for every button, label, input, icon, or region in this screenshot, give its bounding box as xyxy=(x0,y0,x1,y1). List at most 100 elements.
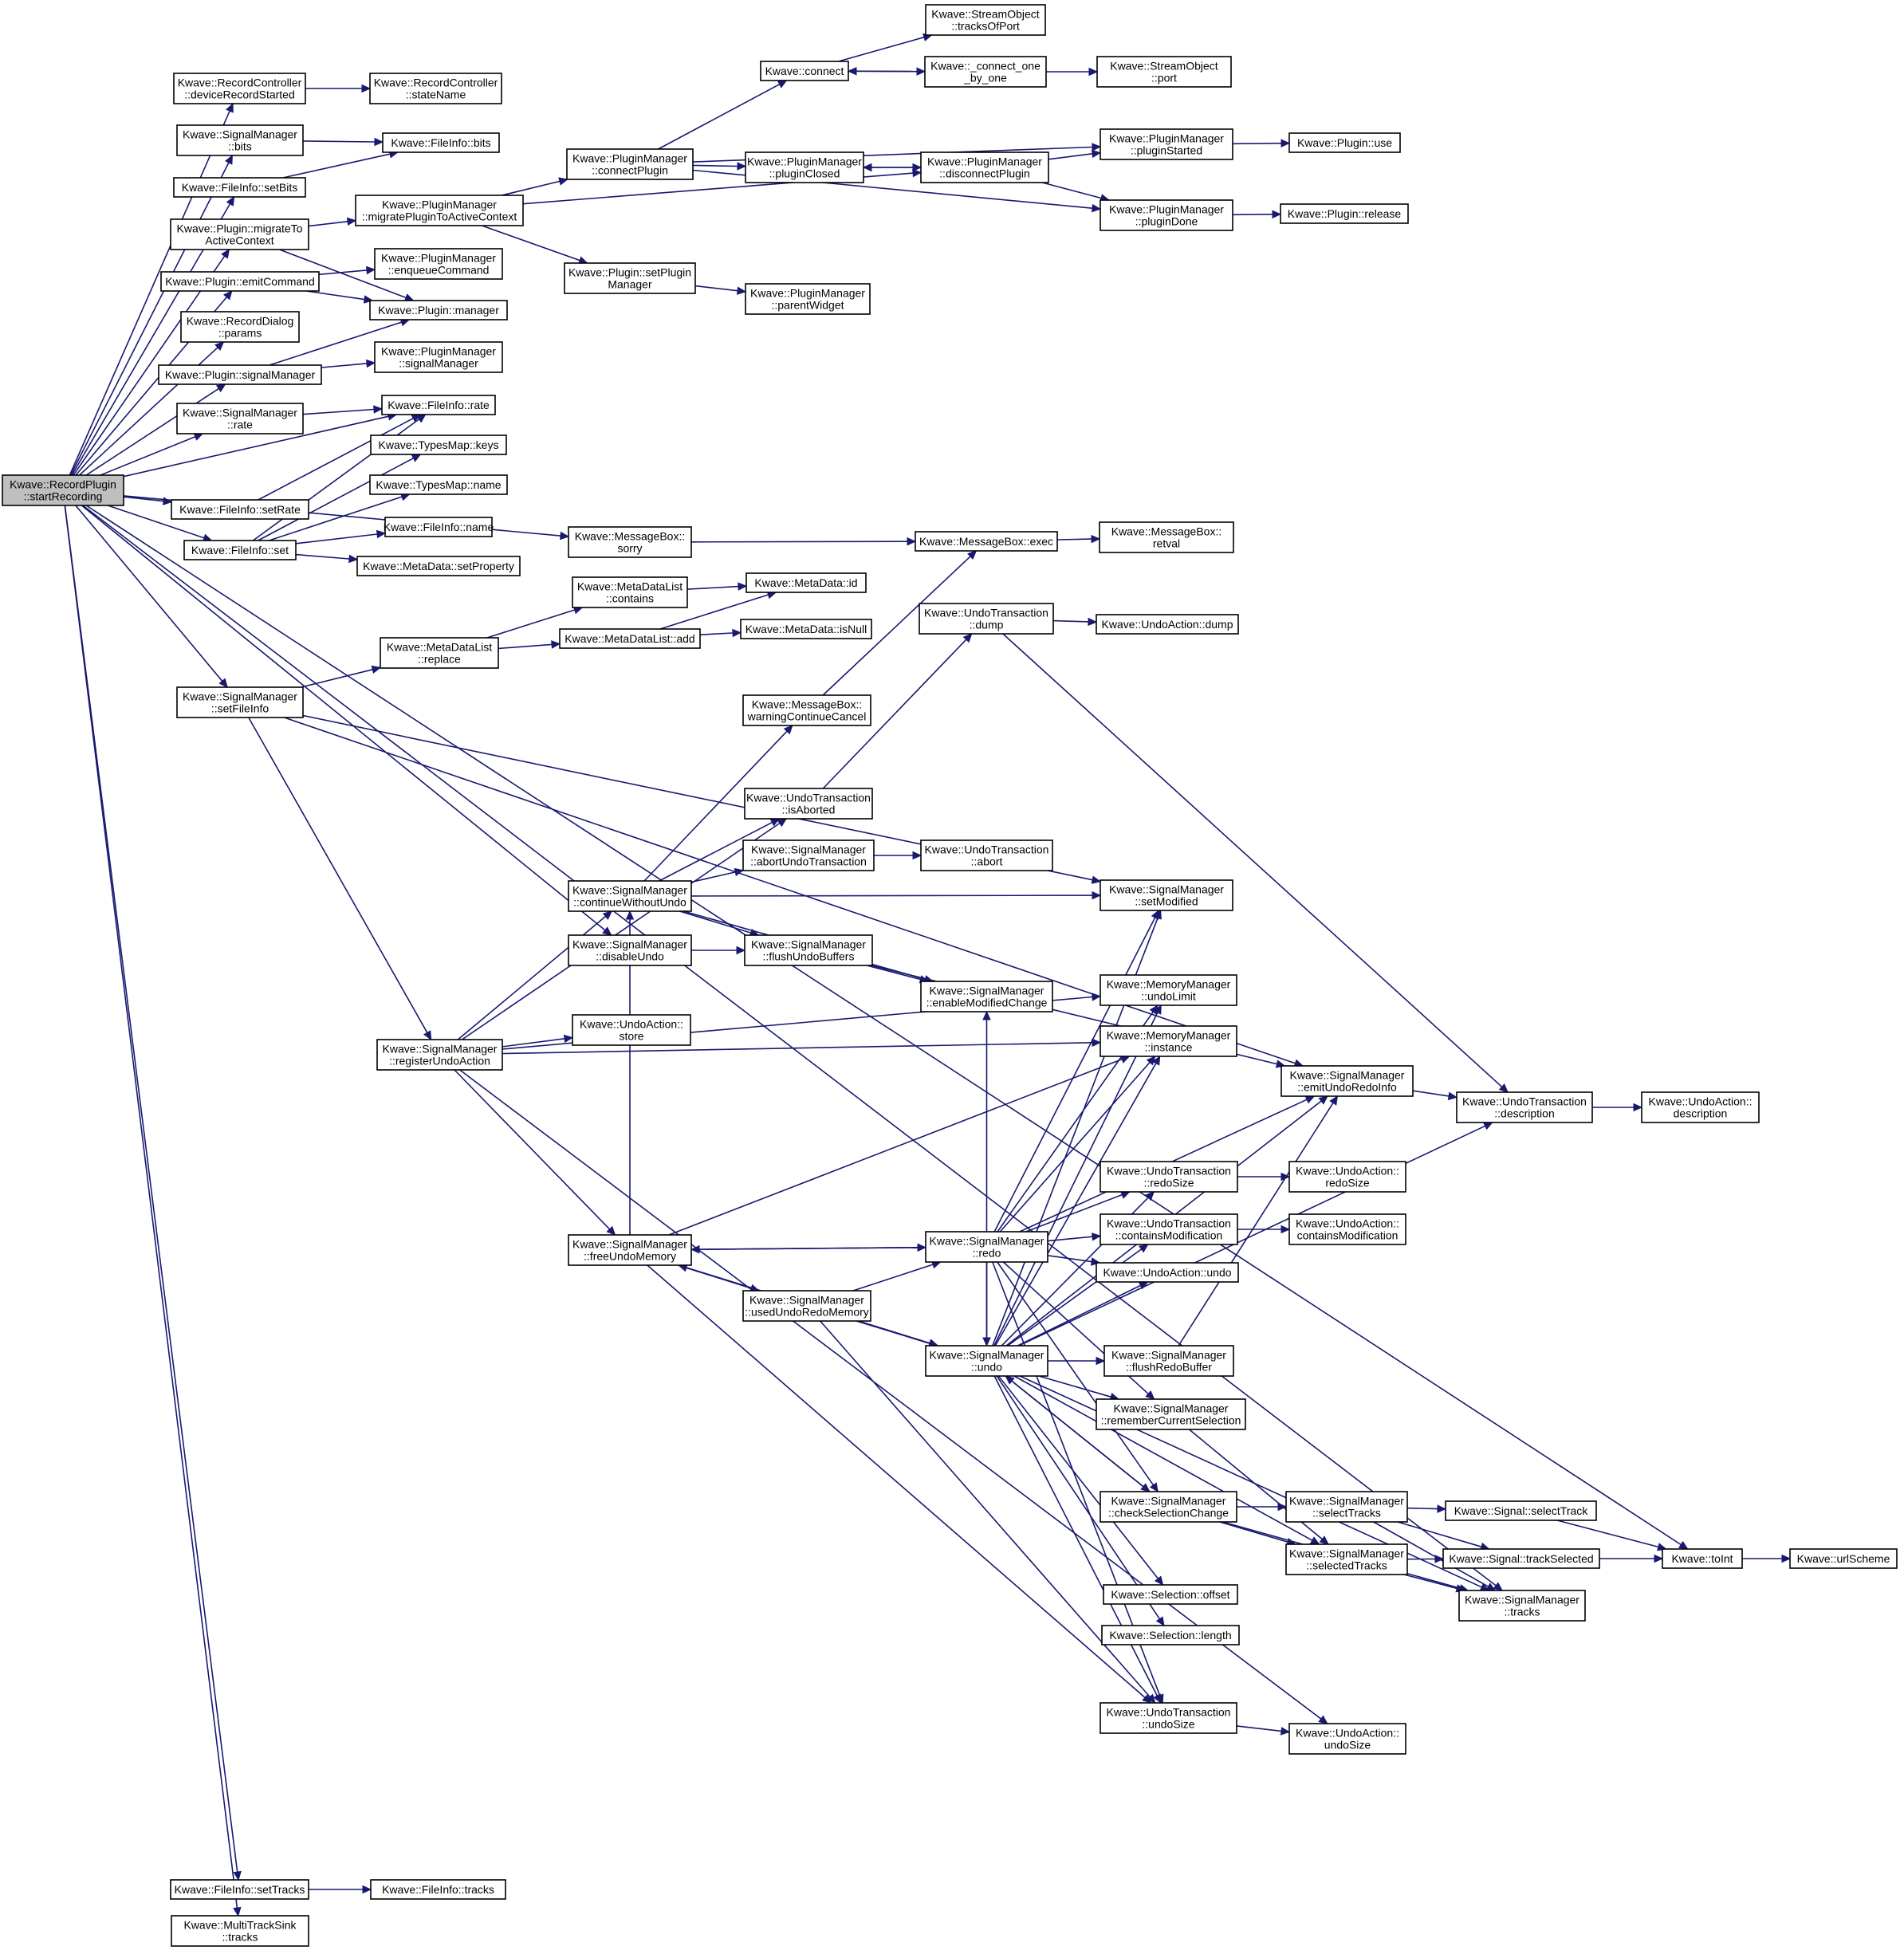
node-pm_sigman[interactable]: Kwave::PluginManager::signalManager xyxy=(374,341,503,373)
edge-sm_usedundo-to-sm_redo xyxy=(852,1260,942,1292)
node-sm_enmod[interactable]: Kwave::SignalManager::enableModifiedChan… xyxy=(920,981,1053,1012)
node-rd_params[interactable]: Kwave::RecordDialog::params xyxy=(180,311,300,343)
node-ua_redosize[interactable]: Kwave::UndoAction::redoSize xyxy=(1288,1161,1406,1193)
node-fi_set[interactable]: Kwave::FileInfo::set xyxy=(183,540,297,560)
node-sel_offset[interactable]: Kwave::Selection::offset xyxy=(1103,1584,1238,1605)
node-sm_abortut[interactable]: Kwave::SignalManager::abortUndoTransacti… xyxy=(742,839,875,871)
node-k_c1b1[interactable]: Kwave::_connect_one_by_one xyxy=(924,56,1047,88)
node-sm_flushredo[interactable]: Kwave::SignalManager::flushRedoBuffer xyxy=(1103,1345,1234,1377)
node-rc_state[interactable]: Kwave::RecordController::stateName xyxy=(369,73,502,104)
edge-line xyxy=(1048,153,1093,160)
node-fi_settracks[interactable]: Kwave::FileInfo::setTracks xyxy=(170,1879,309,1900)
node-sg_trackselected[interactable]: Kwave::Signal::trackSelected xyxy=(1442,1548,1600,1569)
node-sm_selectedtracks[interactable]: Kwave::SignalManager::selectedTracks xyxy=(1285,1543,1408,1575)
node-ua_dump[interactable]: Kwave::UndoAction::dump xyxy=(1096,614,1239,635)
node-sm_remsel[interactable]: Kwave::SignalManager::rememberCurrentSel… xyxy=(1096,1398,1246,1430)
node-sm_usedundo[interactable]: Kwave::SignalManager::usedUndoRedoMemory xyxy=(742,1290,871,1322)
node-sm_disundo[interactable]: Kwave::SignalManager::disableUndo xyxy=(568,934,692,966)
node-k_toint[interactable]: Kwave::toInt xyxy=(1662,1548,1743,1569)
node-sel_length[interactable]: Kwave::Selection::length xyxy=(1101,1625,1240,1645)
node-pm_parent[interactable]: Kwave::PluginManager::parentWidget xyxy=(745,283,871,315)
node-pm_done[interactable]: Kwave::PluginManager::pluginDone xyxy=(1100,199,1233,231)
node-pm_disconnect[interactable]: Kwave::PluginManager::disconnectPlugin xyxy=(920,151,1049,183)
node-ut_dump[interactable]: Kwave::UndoTransaction::dump xyxy=(919,603,1054,635)
edge-arrowhead-icon xyxy=(1329,1095,1339,1106)
node-md_setprop[interactable]: Kwave::MetaData::setProperty xyxy=(356,556,521,576)
edge-pm_disconnect-to-pm_done xyxy=(1041,182,1110,202)
node-ut_containsmod[interactable]: Kwave::UndoTransaction::containsModifica… xyxy=(1100,1213,1238,1245)
node-ut_undosize[interactable]: Kwave::UndoTransaction::undoSize xyxy=(1100,1702,1237,1734)
node-sm_setfileinfo[interactable]: Kwave::SignalManager::setFileInfo xyxy=(176,686,304,718)
node-mdl_add[interactable]: Kwave::MetaDataList::add xyxy=(559,628,701,649)
node-pm_enqueue[interactable]: Kwave::PluginManager::enqueueCommand xyxy=(374,248,503,280)
node-mb_sorry[interactable]: Kwave::MessageBox::sorry xyxy=(568,526,692,558)
node-rc_devrec[interactable]: Kwave::RecordController::deviceRecordSta… xyxy=(173,73,306,104)
node-root[interactable]: Kwave::RecordPlugin::startRecording xyxy=(2,474,124,506)
node-so_port[interactable]: Kwave::StreamObject::port xyxy=(1096,56,1232,88)
node-mm_undolimit[interactable]: Kwave::MemoryManager::undoLimit xyxy=(1100,974,1237,1006)
node-pm_connect[interactable]: Kwave::PluginManager::connectPlugin xyxy=(566,148,694,180)
node-fi_setrate[interactable]: Kwave::FileInfo::setRate xyxy=(171,499,309,520)
node-mb_retval[interactable]: Kwave::MessageBox::retval xyxy=(1099,521,1234,553)
node-sm_freeundo[interactable]: Kwave::SignalManager::freeUndoMemory xyxy=(568,1234,692,1266)
node-pm_migrate[interactable]: Kwave::PluginManager::migratePluginToAct… xyxy=(355,195,524,226)
node-k_connect[interactable]: Kwave::connect xyxy=(760,61,849,81)
node-fi_tracks[interactable]: Kwave::FileInfo::tracks xyxy=(370,1879,506,1900)
node-sm_rate[interactable]: Kwave::SignalManager::rate xyxy=(176,403,304,434)
node-pm_started[interactable]: Kwave::PluginManager::pluginStarted xyxy=(1100,128,1233,160)
node-mb_warn[interactable]: Kwave::MessageBox::warningContinueCancel xyxy=(742,694,871,726)
node-label: Kwave::UndoTransaction xyxy=(1462,1095,1587,1108)
node-pl_sigman[interactable]: Kwave::Plugin::signalManager xyxy=(158,364,322,385)
node-box xyxy=(920,981,1053,1012)
node-sm_setmod[interactable]: Kwave::SignalManager::setModified xyxy=(1100,879,1233,911)
node-ua_undosize[interactable]: Kwave::UndoAction::undoSize xyxy=(1288,1723,1406,1755)
node-box xyxy=(1101,1625,1240,1645)
node-mb_exec[interactable]: Kwave::MessageBox::exec xyxy=(915,531,1058,552)
node-sm_bits[interactable]: Kwave::SignalManager::bits xyxy=(176,124,304,156)
node-label: undoSize xyxy=(1324,1739,1371,1752)
node-ut_abort[interactable]: Kwave::UndoTransaction::abort xyxy=(920,839,1053,871)
node-ua_store[interactable]: Kwave::UndoAction::store xyxy=(572,1014,691,1046)
node-ut_isaborted[interactable]: Kwave::UndoTransaction::isAborted xyxy=(744,788,873,820)
node-sm_undo[interactable]: Kwave::SignalManager::undo xyxy=(925,1345,1048,1377)
node-mm_instance[interactable]: Kwave::MemoryManager::instance xyxy=(1100,1025,1237,1057)
node-mdl_contains[interactable]: Kwave::MetaDataList::contains xyxy=(572,576,688,608)
node-so_tracks[interactable]: Kwave::StreamObject::tracksOfPort xyxy=(925,4,1046,36)
node-tm_name[interactable]: Kwave::TypesMap::name xyxy=(369,474,508,495)
node-pl_emit[interactable]: Kwave::Plugin::emitCommand xyxy=(160,271,320,292)
node-ut_desc[interactable]: Kwave::UndoTransaction::description xyxy=(1456,1091,1593,1123)
node-fi_rate[interactable]: Kwave::FileInfo::rate xyxy=(381,395,496,415)
node-ua_undo[interactable]: Kwave::UndoAction::undo xyxy=(1096,1262,1239,1283)
node-md_isnull[interactable]: Kwave::MetaData::isNull xyxy=(740,619,872,639)
node-md_id[interactable]: Kwave::MetaData::id xyxy=(745,572,867,593)
node-sg_selecttrack[interactable]: Kwave::Signal::selectTrack xyxy=(1445,1500,1597,1521)
edge-pm_disconnect-to-pm_started xyxy=(1048,149,1102,160)
node-fi_setbits[interactable]: Kwave::FileInfo::setBits xyxy=(173,177,306,198)
node-sm_tracks[interactable]: Kwave::SignalManager::tracks xyxy=(1458,1590,1586,1622)
node-label: ::tracks xyxy=(222,1931,258,1944)
node-sm_flushundo[interactable]: Kwave::SignalManager::flushUndoBuffers xyxy=(744,934,873,966)
node-mdl_replace[interactable]: Kwave::MetaDataList::replace xyxy=(380,637,499,669)
node-sm_cwu[interactable]: Kwave::SignalManager::continueWithoutUnd… xyxy=(568,880,692,912)
node-ua_containsmod[interactable]: Kwave::UndoAction::containsModification xyxy=(1288,1213,1406,1245)
node-fi_name[interactable]: Kwave::FileInfo::name xyxy=(384,517,494,537)
node-k_urlscheme[interactable]: Kwave::urlScheme xyxy=(1789,1548,1898,1569)
edge-arrowhead-icon xyxy=(777,80,788,88)
node-sm_selecttracks[interactable]: Kwave::SignalManager::selectTracks xyxy=(1285,1491,1408,1523)
node-sm_regundo[interactable]: Kwave::SignalManager::registerUndoAction xyxy=(376,1039,503,1071)
node-pl_use[interactable]: Kwave::Plugin::use xyxy=(1288,132,1401,153)
edge-sm_bits-to-fi_bits xyxy=(302,137,384,147)
node-pm_closed[interactable]: Kwave::PluginManager::pluginClosed xyxy=(745,151,864,183)
node-ua_desc[interactable]: Kwave::UndoAction::description xyxy=(1641,1091,1760,1123)
node-pl_manager[interactable]: Kwave::Plugin::manager xyxy=(369,300,508,320)
node-mts_tracks[interactable]: Kwave::MultiTrackSink::tracks xyxy=(171,1915,309,1947)
node-sm_emitundo[interactable]: Kwave::SignalManager::emitUndoRedoInfo xyxy=(1280,1065,1414,1097)
node-tm_keys[interactable]: Kwave::TypesMap::keys xyxy=(370,434,507,455)
node-sm_redo[interactable]: Kwave::SignalManager::redo xyxy=(925,1231,1048,1263)
node-ut_redosize[interactable]: Kwave::UndoTransaction::redoSize xyxy=(1100,1161,1238,1193)
node-sm_checksel[interactable]: Kwave::SignalManager::checkSelectionChan… xyxy=(1100,1491,1237,1523)
node-fi_bits[interactable]: Kwave::FileInfo::bits xyxy=(382,132,500,153)
node-pl_release[interactable]: Kwave::Plugin::release xyxy=(1280,203,1409,224)
